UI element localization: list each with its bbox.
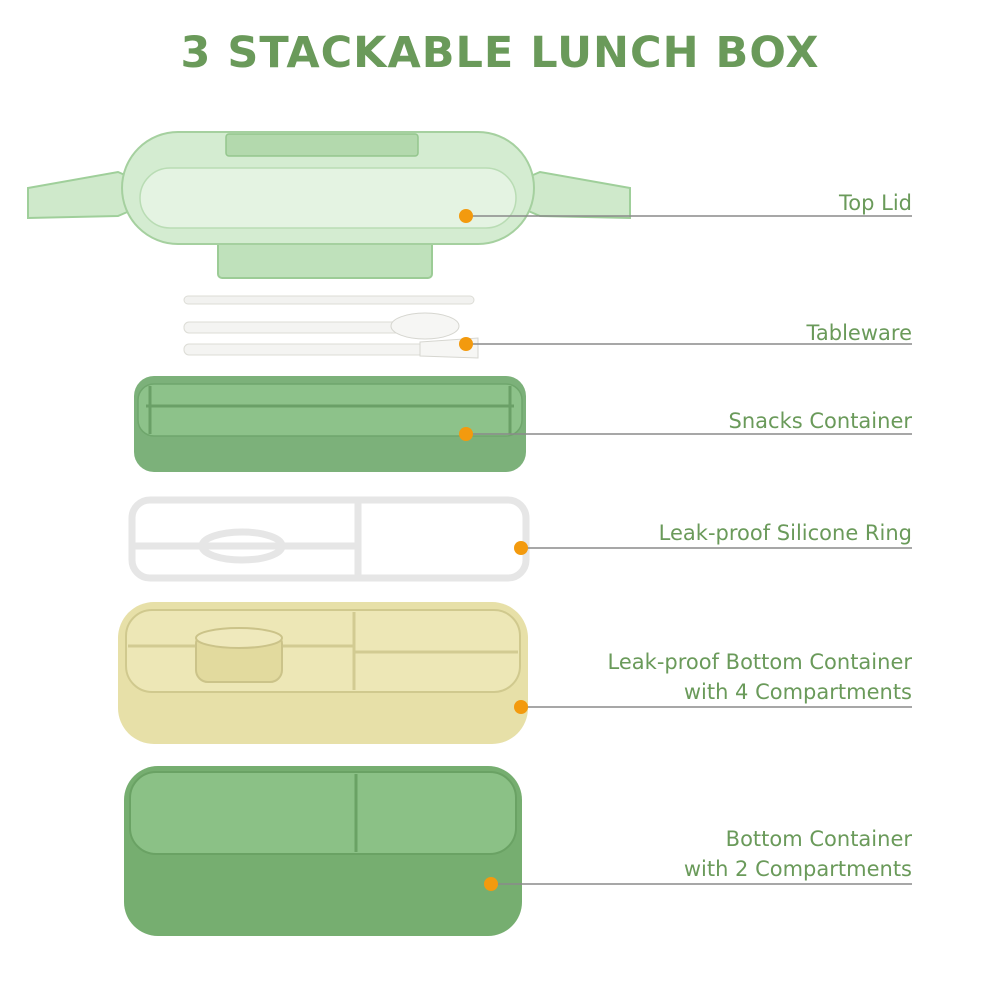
bottom-2-compartments-image — [124, 766, 522, 936]
snacks-container-label: Snacks Container — [729, 406, 912, 436]
top-lid-label-line: Top Lid — [839, 191, 912, 215]
silicone-ring-label-line: Leak-proof Silicone Ring — [658, 521, 912, 545]
silicone-ring-image — [128, 496, 530, 582]
bottom-2-label-line-1: Bottom Container — [725, 827, 912, 851]
bottom-2-marker-dot — [484, 877, 498, 891]
top-lid-marker-dot — [459, 209, 473, 223]
silicone-ring-marker-dot — [514, 541, 528, 555]
top-lid-image — [27, 131, 631, 279]
bottom-4-label-line-1: Leak-proof Bottom Container — [607, 650, 912, 674]
tableware-label: Tableware — [807, 318, 912, 348]
bottom-4-compartments-image — [118, 602, 528, 744]
silicone-ring-label: Leak-proof Silicone Ring — [659, 518, 912, 548]
tableware-image — [183, 295, 479, 359]
tableware-label-line: Tableware — [806, 321, 912, 345]
snacks-container-image — [134, 376, 526, 472]
bottom-4-label-line-2: with 4 Compartments — [683, 680, 912, 704]
bottom-4-label: Leak-proof Bottom Container with 4 Compa… — [608, 647, 912, 707]
top-lid-label: Top Lid — [839, 188, 912, 218]
bottom-4-marker-dot — [514, 700, 528, 714]
tableware-marker-dot — [459, 337, 473, 351]
snacks-container-label-line: Snacks Container — [728, 409, 912, 433]
bottom-2-label: Bottom Container with 2 Compartments — [684, 824, 912, 884]
bottom-2-label-line-2: with 2 Compartments — [683, 857, 912, 881]
snacks-marker-dot — [459, 427, 473, 441]
page-title: 3 STACKABLE LUNCH BOX — [180, 28, 820, 78]
